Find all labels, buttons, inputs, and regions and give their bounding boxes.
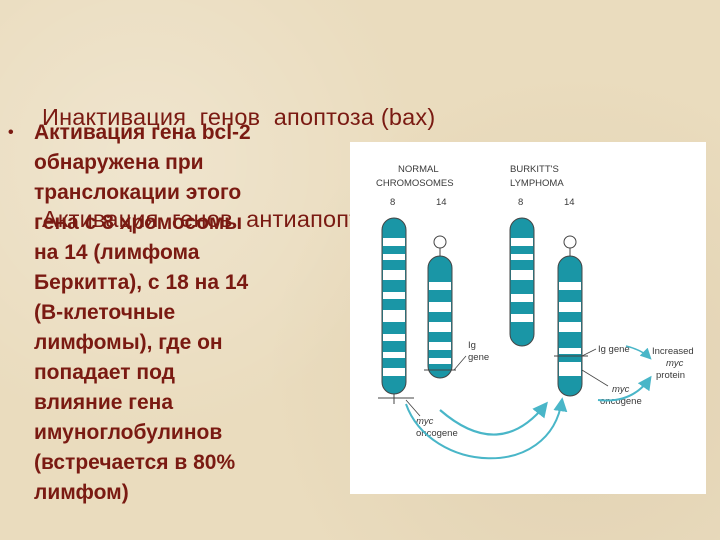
burkitt-translocation-figure: NORMAL CHROMOSOMES 8 14 BURKITT'S LYMPHO… xyxy=(350,142,706,494)
normal-chromosome-8 xyxy=(378,217,414,404)
title-line-1: Инактивация генов апоптоза (bax) xyxy=(42,104,436,130)
translocation-arrow-lower xyxy=(439,401,548,436)
normal-heading-line-1: NORMAL xyxy=(398,164,439,175)
result-label-line-2: myc xyxy=(666,358,684,369)
translocation-arrow-long xyxy=(405,397,568,460)
burkitt-heading-line-2: LYMPHOMA xyxy=(510,178,564,189)
ig-gene-right-pointer xyxy=(581,348,597,357)
burkitt-chromosome-8 xyxy=(509,217,535,347)
myc-right-label-line-2: oncogene xyxy=(600,396,642,407)
ig-gene-label-line-1: Ig xyxy=(468,340,476,351)
myc-pointer-left xyxy=(405,399,421,417)
myc-right-pointer xyxy=(581,369,609,387)
ig-gene-pointer xyxy=(453,355,467,371)
ig-gene-label-line-2: gene xyxy=(468,352,489,363)
bullet-dot: • xyxy=(8,124,14,141)
normal-chromosome-8-number: 8 xyxy=(390,197,395,208)
result-label-line-3: protein xyxy=(656,370,685,381)
ig-gene-right-label: Ig gene xyxy=(598,344,630,355)
burkitt-heading-line-1: BURKITT'S xyxy=(510,164,559,175)
burkitt-chromosome-14 xyxy=(554,235,588,397)
myc-activation-arrow xyxy=(597,375,652,402)
normal-heading-line-2: CHROMOSOMES xyxy=(376,178,454,189)
burkitt-chromosome-14-number: 14 xyxy=(564,197,575,208)
ig-gene-arrow xyxy=(625,345,652,360)
myc-oncogene-label-line-2: oncogene xyxy=(416,428,458,439)
result-label-line-1: Increased xyxy=(652,346,694,357)
bullet-item: • Активация гена bcl-2 обнаружена при тр… xyxy=(8,118,348,508)
myc-oncogene-label-line-1: myc xyxy=(416,416,434,427)
normal-chromosome-14-number: 14 xyxy=(436,197,447,208)
normal-chromosome-14 xyxy=(424,235,456,379)
figure-svg: NORMAL CHROMOSOMES 8 14 BURKITT'S LYMPHO… xyxy=(376,164,694,460)
myc-right-label-line-1: myc xyxy=(612,384,630,395)
burkitt-chromosome-8-number: 8 xyxy=(518,197,523,208)
bullet-text: Активация гена bcl-2 обнаружена при тран… xyxy=(34,121,251,504)
